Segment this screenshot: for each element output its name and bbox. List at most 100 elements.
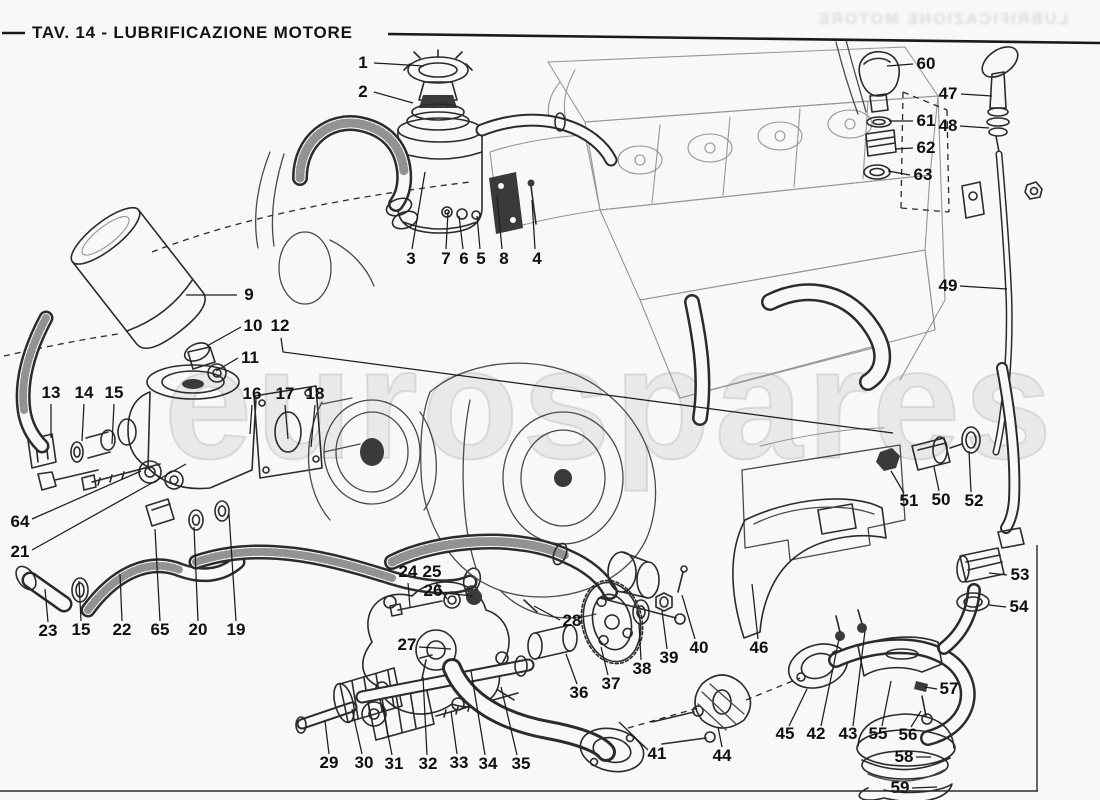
part-callout-21: 21 bbox=[11, 542, 30, 561]
page-header: TAV. 14 - LUBRIFICAZIONE MOTORE bbox=[2, 23, 1100, 45]
rotor-seal bbox=[694, 674, 752, 731]
drain-plug-group bbox=[876, 426, 981, 471]
leader-line-45 bbox=[788, 688, 808, 727]
part-callout-47: 47 bbox=[939, 84, 958, 103]
leader-line-55 bbox=[881, 680, 892, 727]
leader-line-52 bbox=[968, 450, 972, 493]
part-callout-6: 6 bbox=[459, 249, 468, 268]
filter-head-housing bbox=[27, 364, 361, 491]
part-callout-59: 59 bbox=[891, 778, 910, 797]
part-callout-28: 28 bbox=[563, 611, 582, 630]
part-callout-33: 33 bbox=[450, 753, 469, 772]
part-callout-12: 12 bbox=[271, 316, 290, 335]
part-callout-5: 5 bbox=[476, 249, 485, 268]
leader-line-47 bbox=[960, 93, 993, 97]
part-callout-62: 62 bbox=[917, 138, 936, 157]
part-callout-56: 56 bbox=[899, 725, 918, 744]
part-callout-7: 7 bbox=[441, 249, 450, 268]
leader-line-42 bbox=[820, 638, 840, 727]
part-callout-34: 34 bbox=[479, 754, 498, 773]
leader-line-19 bbox=[228, 513, 237, 622]
part-callout-11: 11 bbox=[241, 348, 259, 367]
leader-line-17 bbox=[284, 404, 289, 440]
part-callout-60: 60 bbox=[917, 54, 936, 73]
leader-line-20 bbox=[193, 526, 199, 622]
part-callout-2: 2 bbox=[358, 82, 367, 101]
leader-line-8 bbox=[496, 195, 503, 250]
leader-line-11 bbox=[215, 357, 239, 372]
timing-cover bbox=[307, 399, 437, 521]
part-callout-8: 8 bbox=[499, 249, 508, 268]
leader-line-1 bbox=[373, 62, 425, 67]
sump-strainer bbox=[856, 713, 956, 800]
leader-line-14 bbox=[81, 403, 85, 442]
part-callout-30: 30 bbox=[355, 753, 374, 772]
leader-lines bbox=[31, 62, 1008, 789]
leader-line-33 bbox=[450, 710, 458, 755]
leader-line-43 bbox=[852, 630, 866, 727]
backplate bbox=[741, 444, 906, 561]
part-callout-46: 46 bbox=[750, 638, 769, 657]
oil-filter bbox=[70, 206, 227, 383]
leader-line-65 bbox=[154, 528, 161, 622]
part-callout-17: 17 bbox=[276, 384, 295, 403]
part-callout-14: 14 bbox=[75, 383, 94, 402]
leader-line-60 bbox=[886, 63, 914, 67]
part-callout-4: 4 bbox=[532, 249, 542, 268]
part-callout-3: 3 bbox=[406, 249, 415, 268]
part-callout-37: 37 bbox=[602, 674, 621, 693]
leader-line-49 bbox=[959, 285, 1008, 290]
leader-line-63 bbox=[887, 170, 911, 176]
leader-line-62 bbox=[894, 147, 914, 150]
leader-line-56 bbox=[910, 710, 922, 728]
leader-line-50 bbox=[933, 466, 940, 492]
leader-line-22 bbox=[119, 573, 123, 622]
part-callout-44: 44 bbox=[713, 746, 732, 765]
leader-line-41 bbox=[618, 721, 649, 751]
print-through-text: LUBRIFICAZIONE MOTORE bbox=[817, 11, 1068, 28]
leader-line-30 bbox=[351, 708, 363, 755]
part-callout-43: 43 bbox=[839, 724, 858, 743]
part-callout-15: 15 bbox=[72, 620, 91, 639]
leader-line-28 bbox=[533, 605, 561, 621]
leader-line-51 bbox=[890, 470, 905, 494]
leader-line-46 bbox=[751, 583, 759, 640]
engine-block bbox=[489, 46, 946, 447]
leader-line-15 bbox=[111, 403, 115, 445]
oil-pickup-pipe bbox=[787, 583, 981, 746]
leader-line-6 bbox=[458, 215, 464, 250]
eurospares-watermark: eurospares bbox=[164, 316, 1056, 492]
leader-line-16 bbox=[249, 404, 253, 435]
leader-line-2 bbox=[373, 91, 414, 104]
part-callout-53: 53 bbox=[1011, 565, 1030, 584]
part-callout-48: 48 bbox=[939, 116, 958, 135]
leader-line-10 bbox=[206, 326, 242, 347]
pipe-union bbox=[956, 547, 1005, 612]
page-title: TAV. 14 - LUBRIFICAZIONE MOTORE bbox=[32, 23, 353, 42]
leader-line-23 bbox=[44, 588, 49, 623]
part-callout-65: 65 bbox=[151, 620, 170, 639]
leader-line-25 bbox=[435, 582, 448, 600]
part-callout-18: 18 bbox=[306, 384, 325, 403]
mid-braided-hose bbox=[384, 533, 686, 625]
leader-line-53 bbox=[988, 572, 1008, 576]
part-callout-10: 10 bbox=[244, 316, 263, 335]
leader-line-21 bbox=[31, 463, 187, 551]
part-callout-45: 45 bbox=[776, 724, 795, 743]
part-callout-55: 55 bbox=[869, 724, 888, 743]
leader-line-36 bbox=[565, 653, 578, 685]
part-callout-57: 57 bbox=[940, 679, 959, 698]
leader-line-24 bbox=[407, 582, 411, 608]
leader-line-57 bbox=[924, 686, 938, 690]
part-callout-22: 22 bbox=[113, 620, 132, 639]
leader-line-15 bbox=[78, 580, 82, 622]
part-callout-27: 27 bbox=[398, 635, 417, 654]
leader-line-39 bbox=[661, 610, 668, 650]
part-callout-51: 51 bbox=[900, 491, 919, 510]
part-callout-49: 49 bbox=[939, 276, 958, 295]
part-callout-23: 23 bbox=[39, 621, 58, 640]
leader-line-38 bbox=[638, 623, 642, 661]
part-callout-52: 52 bbox=[965, 491, 984, 510]
leader-line-31 bbox=[381, 703, 393, 756]
